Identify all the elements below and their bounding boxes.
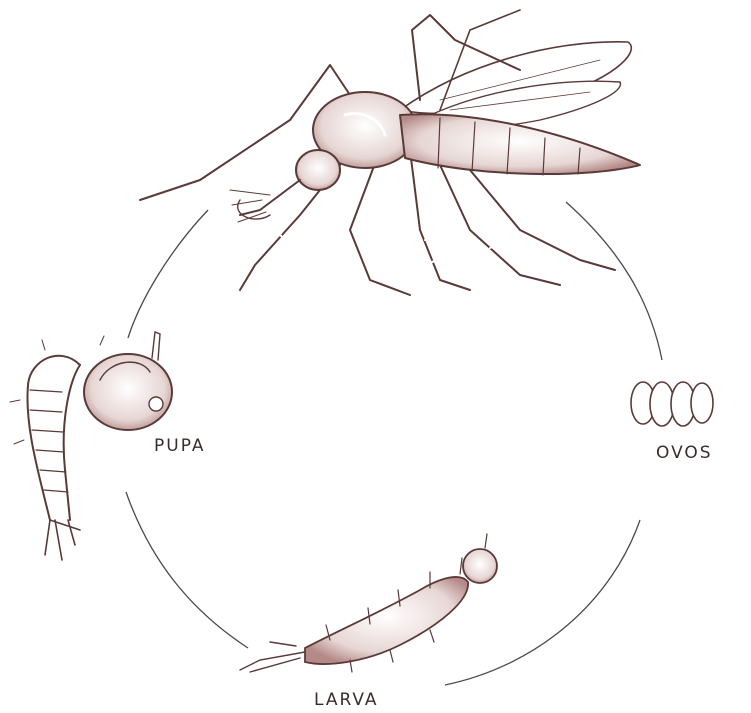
pupa-label: PUPA: [154, 436, 206, 456]
mosquito-adult-icon: [140, 10, 640, 295]
pupa-icon: [10, 332, 172, 560]
arc-pupa-to-adult: [128, 210, 208, 338]
eggs-label: OVOS: [656, 443, 713, 463]
larva-label: LARVA: [314, 690, 379, 710]
larva-icon: [240, 534, 497, 672]
eggs-icon: [631, 382, 713, 426]
arc-larva-to-pupa: [126, 492, 248, 648]
arc-adult-to-eggs: [566, 202, 662, 360]
arc-eggs-to-larva: [445, 520, 640, 685]
